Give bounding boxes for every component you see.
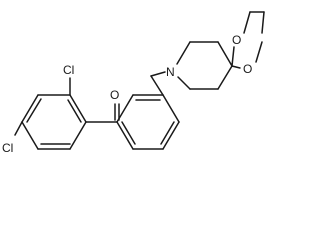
bond xyxy=(162,121,180,150)
atom-o-carbonyl: O xyxy=(110,88,119,102)
chemical-structure-drawing: Cl Cl O N xyxy=(2,11,265,155)
atom-o-ring-top: O xyxy=(232,33,241,47)
atom-n-piperidine: N xyxy=(166,65,175,79)
bond xyxy=(21,121,39,150)
piperidine-ring xyxy=(176,41,233,90)
bond xyxy=(261,11,265,34)
bond xyxy=(69,94,87,123)
atom-cl-left: Cl xyxy=(2,141,13,155)
double-bond-inner xyxy=(26,98,42,123)
bond xyxy=(21,94,39,123)
double-bond-inner xyxy=(121,121,136,145)
atom-o-ring-bottom: O xyxy=(243,62,252,76)
bond-ring-ch2 xyxy=(150,75,164,96)
bond xyxy=(255,41,263,63)
dichlorophenyl-ring xyxy=(21,94,87,150)
bond xyxy=(69,121,87,150)
bond xyxy=(176,41,191,65)
bond-c-cl-left xyxy=(14,121,23,136)
atom-cl-top: Cl xyxy=(63,63,74,77)
structure-canvas: Cl Cl O N xyxy=(2,11,265,155)
dioxolane-ring xyxy=(231,11,265,69)
bond xyxy=(231,46,235,67)
bond xyxy=(177,76,191,90)
bond xyxy=(116,121,134,150)
bond xyxy=(217,41,233,67)
bond xyxy=(217,65,233,90)
bond xyxy=(116,94,134,123)
benzyl-ring xyxy=(116,94,180,150)
bond xyxy=(231,65,241,69)
bond-ch2-n xyxy=(150,71,166,77)
bond xyxy=(162,94,180,123)
bond xyxy=(243,11,251,34)
double-bond-inner xyxy=(160,121,175,145)
double-bond-inner xyxy=(67,99,82,123)
